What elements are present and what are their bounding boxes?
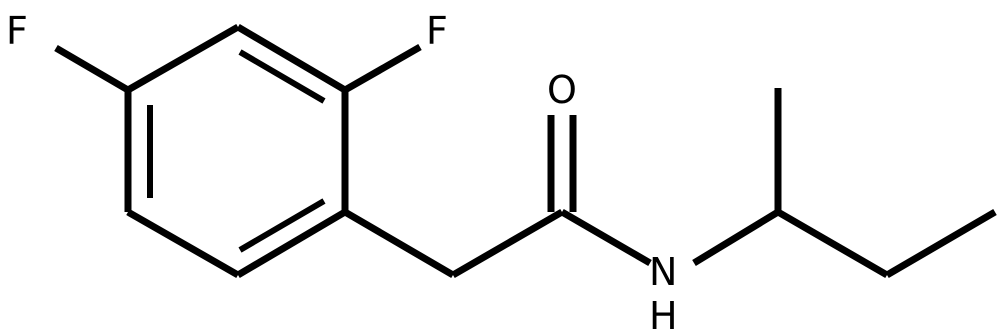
atom-label-fluorine-left: F: [6, 9, 28, 53]
bond-ring-to-ch2: [343, 208, 455, 279]
ring-double-bond-inner-top: [238, 49, 326, 104]
bond-ch2-to-ch3: [885, 208, 997, 279]
bond-ring-to-fluorine-left: [54, 44, 130, 94]
ring-bond-c5-c6: [126, 208, 240, 279]
ring-bond-c4-c5: [236, 208, 347, 279]
ring-bond-c1-c2: [126, 23, 240, 94]
atom-label-hydrogen: H: [649, 294, 678, 336]
bond-ch2-to-carbonyl: [451, 208, 564, 279]
atom-label-oxygen: O: [547, 68, 577, 112]
atom-label-nitrogen: N: [649, 250, 677, 294]
benzene-ring: [124, 23, 349, 279]
bond-ring-to-fluorine-right: [343, 43, 422, 94]
atom-label-fluorine-right: F: [426, 9, 448, 53]
ring-double-bond-inner-bottom: [238, 198, 326, 253]
bond-n-to-ch: [692, 209, 780, 266]
ring-bond-c2-c3: [236, 23, 347, 94]
bond-ch-to-ch2: [776, 208, 889, 279]
bond-carbonyl-to-n: [560, 208, 652, 267]
